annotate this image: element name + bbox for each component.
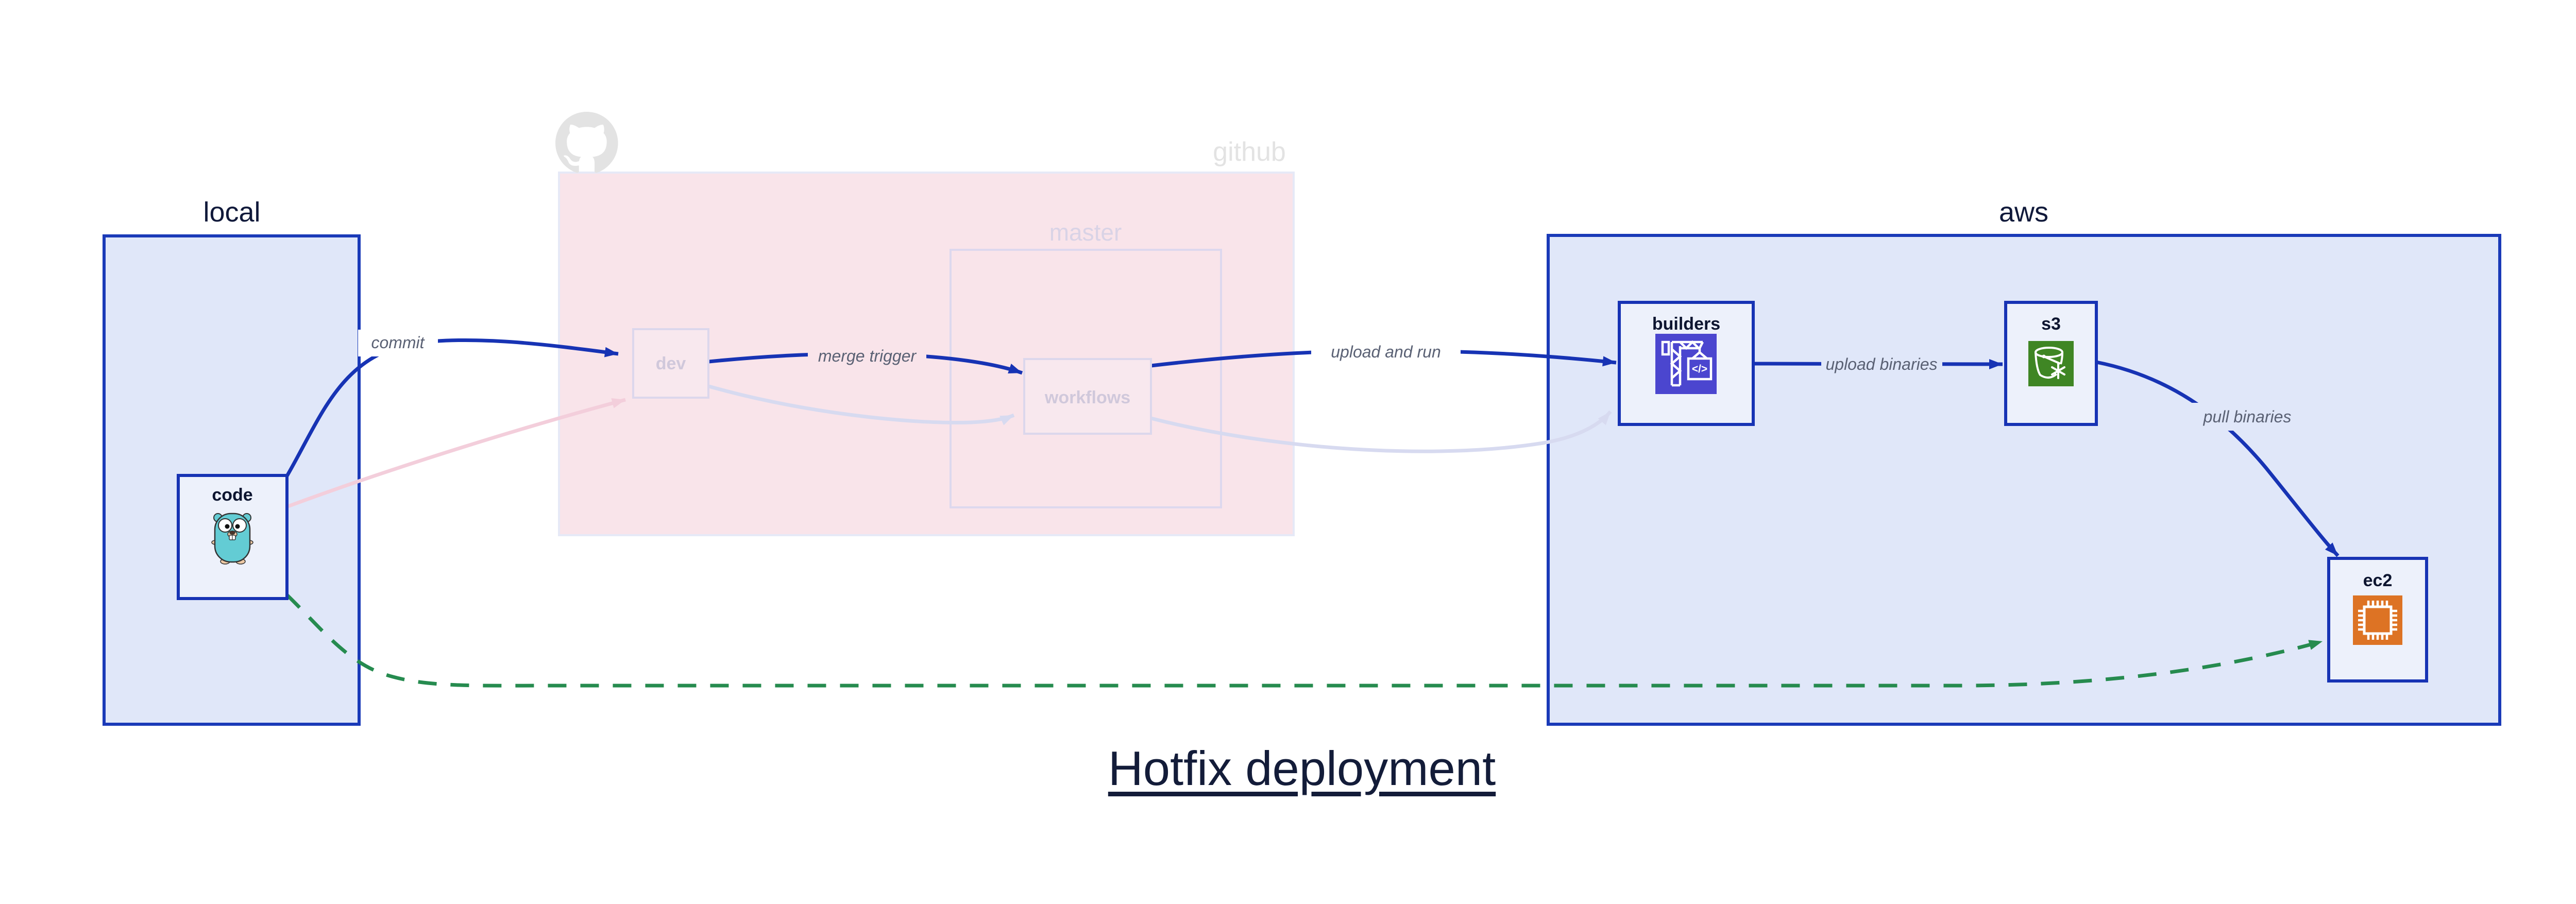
label-bg [358, 330, 438, 356]
edge-label-upload-and-run: upload and run [1311, 338, 1461, 365]
aws-label: aws [1999, 197, 2048, 228]
aws-s3-glacier-bucket-icon [2028, 341, 2074, 386]
ec2-label: ec2 [2363, 571, 2393, 590]
svg-text:upload and run: upload and run [1331, 343, 1441, 361]
edge-label-pull-binaries: pull binaries [2187, 403, 2308, 431]
label-bg [2187, 403, 2308, 431]
github-logo-icon [555, 112, 618, 173]
go-gopher-icon [211, 513, 253, 565]
label-bg [1821, 351, 1942, 378]
builders-node: builders </> [1618, 301, 1755, 426]
github-container: github master [555, 112, 1295, 536]
codebuild-code-glyph: </> [1692, 363, 1707, 375]
edge-faded-dev-to-workflows [708, 384, 1015, 425]
edge-faded-code-to-dev [287, 398, 626, 508]
edge-label-commit: commit [358, 330, 438, 356]
workflows-node: workflows [1023, 358, 1152, 435]
edge-label-merge-trigger: merge trigger [808, 341, 926, 368]
dev-label: dev [656, 354, 686, 373]
label-bg [1311, 338, 1461, 365]
master-box [950, 249, 1222, 508]
github-label: github [1213, 137, 1286, 167]
s3-node: s3 [2004, 301, 2098, 426]
edge-pull-binaries [2096, 360, 2340, 557]
diagram-title: Hotfix deployment [1108, 741, 1496, 795]
svg-text:upload binaries: upload binaries [1825, 355, 1937, 373]
code-node: code [177, 474, 289, 600]
s3-label: s3 [2041, 314, 2061, 334]
local-label: local [203, 197, 260, 228]
code-label: code [212, 485, 252, 505]
ec2-node: ec2 [2327, 557, 2428, 683]
aws-codebuild-icon: </> [1655, 334, 1717, 394]
edge-label-upload-binaries: upload binaries [1821, 351, 1942, 378]
workflows-label: workflows [1044, 388, 1130, 407]
dev-node: dev [632, 328, 709, 399]
svg-text:commit: commit [371, 333, 425, 352]
master-group: master [950, 219, 1222, 508]
master-label: master [1049, 219, 1122, 246]
builders-label: builders [1652, 314, 1720, 334]
svg-text:merge trigger: merge trigger [818, 347, 917, 365]
svg-text:pull binaries: pull binaries [2203, 407, 2292, 426]
edge-faded-workflows-to-builders [1150, 410, 1612, 453]
local-container: local [103, 197, 361, 726]
edge-hotfix-dashed [285, 593, 2323, 688]
workflows-box [1023, 358, 1152, 435]
aws-ec2-chip-icon [2353, 595, 2402, 645]
dev-box [632, 328, 709, 399]
label-bg [808, 341, 926, 368]
